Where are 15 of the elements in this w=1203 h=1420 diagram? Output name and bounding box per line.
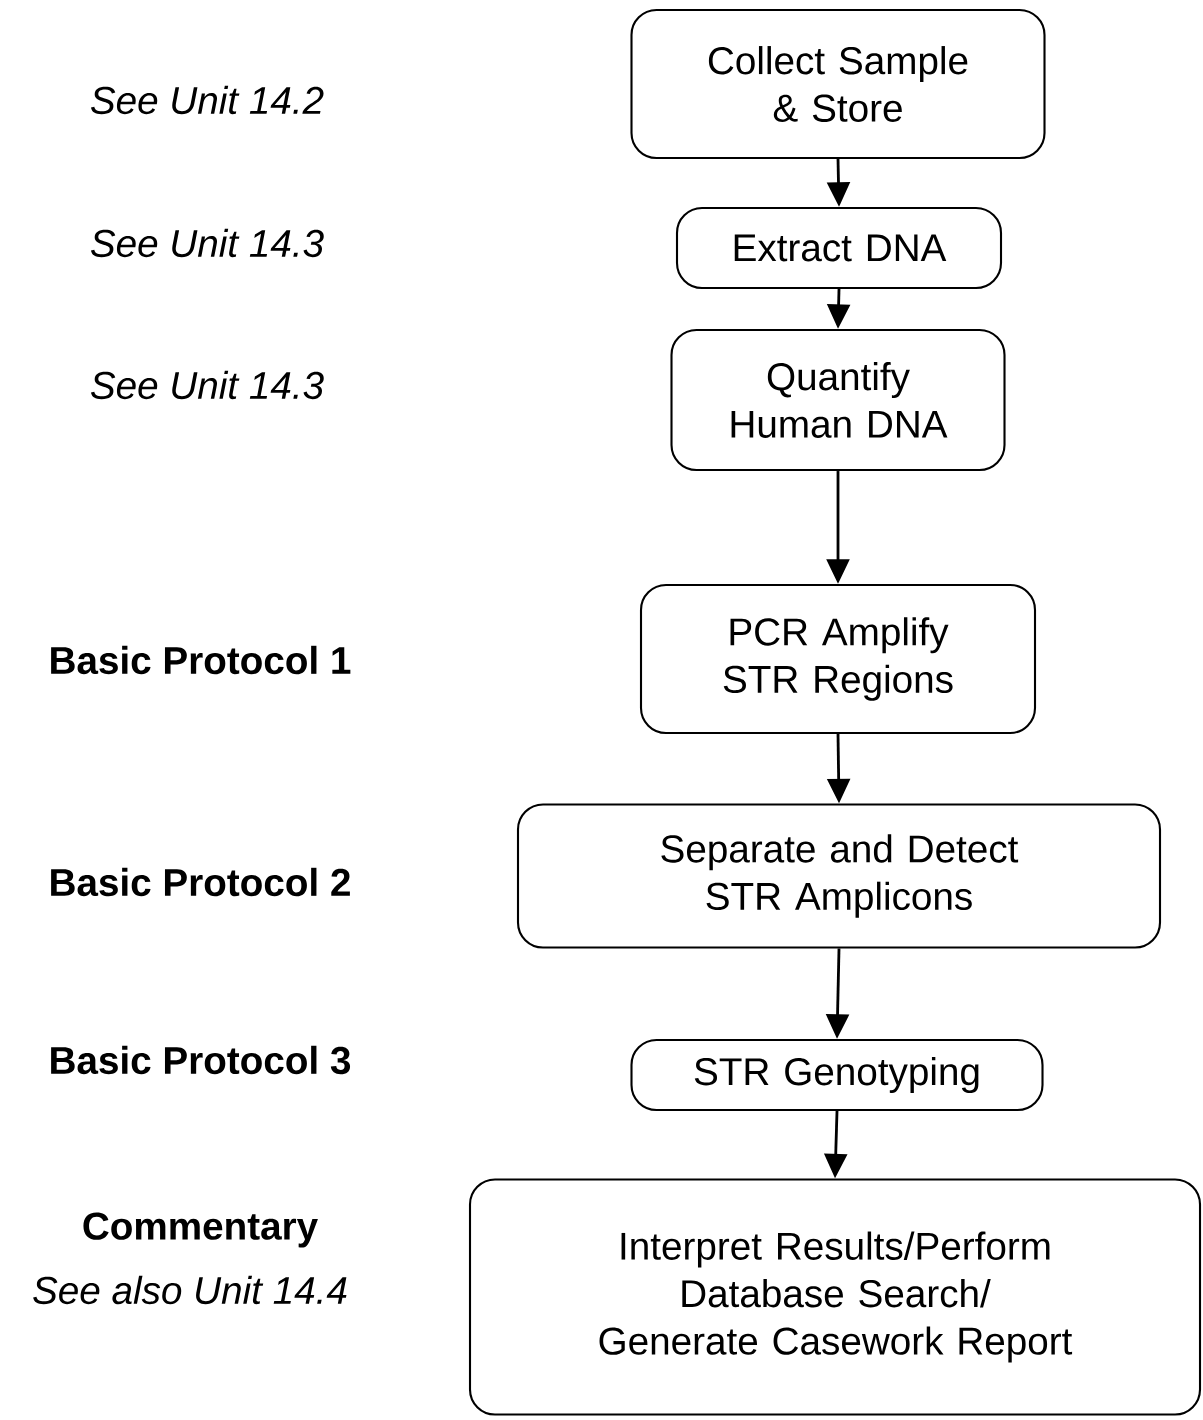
side-note: Basic Protocol 3 — [51, 1045, 351, 1075]
process-box: Interpret Results/Perform Database Search/ Generate Casework Report — [468, 1178, 1202, 1416]
side-note: See Unit 14.3 — [90, 228, 324, 258]
process-box: Separate and Detect STR Amplicons — [516, 803, 1162, 949]
side-note: See also Unit 14.4 — [33, 1275, 347, 1305]
side-note: Basic Protocol 1 — [51, 645, 351, 675]
process-box: STR Genotyping — [630, 1038, 1044, 1112]
side-note: Commentary — [83, 1212, 318, 1248]
process-box: Collect Sample & Store — [630, 8, 1046, 160]
process-box: Quantify Human DNA — [670, 328, 1006, 472]
process-box: PCR Amplify STR Regions — [639, 583, 1037, 735]
process-box: Extract DNA — [675, 206, 1003, 290]
side-note: See Unit 14.3 — [90, 370, 324, 400]
side-note: See Unit 14.2 — [90, 85, 324, 115]
side-note: Basic Protocol 2 — [51, 867, 350, 897]
